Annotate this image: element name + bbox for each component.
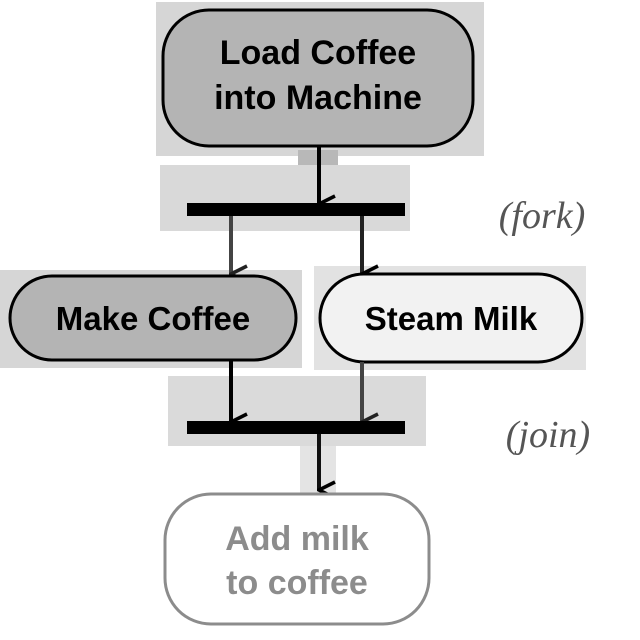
activity-steam-milk[interactable]: Steam Milk	[318, 272, 584, 364]
highlight-fork	[160, 165, 410, 231]
highlight-join	[168, 376, 426, 446]
activity-add-milk[interactable]: Add milk to coffee	[163, 492, 431, 626]
activity-make-coffee-label: Make Coffee	[56, 300, 250, 337]
activity-load-coffee-line1: Load Coffee	[220, 34, 416, 72]
activity-add-milk-line2: to coffee	[226, 564, 368, 602]
activity-steam-milk-label: Steam Milk	[365, 300, 538, 337]
fork-annotation: (fork)	[499, 195, 586, 237]
join-annotation: (join)	[506, 414, 590, 456]
join-bar	[187, 421, 405, 434]
activity-add-milk-line1: Add milk	[225, 520, 369, 558]
activity-make-coffee[interactable]: Make Coffee	[8, 274, 298, 362]
activity-load-coffee[interactable]: Load Coffee into Machine	[161, 8, 475, 148]
activity-load-coffee-line2: into Machine	[214, 79, 422, 117]
fork-bar	[187, 203, 405, 216]
